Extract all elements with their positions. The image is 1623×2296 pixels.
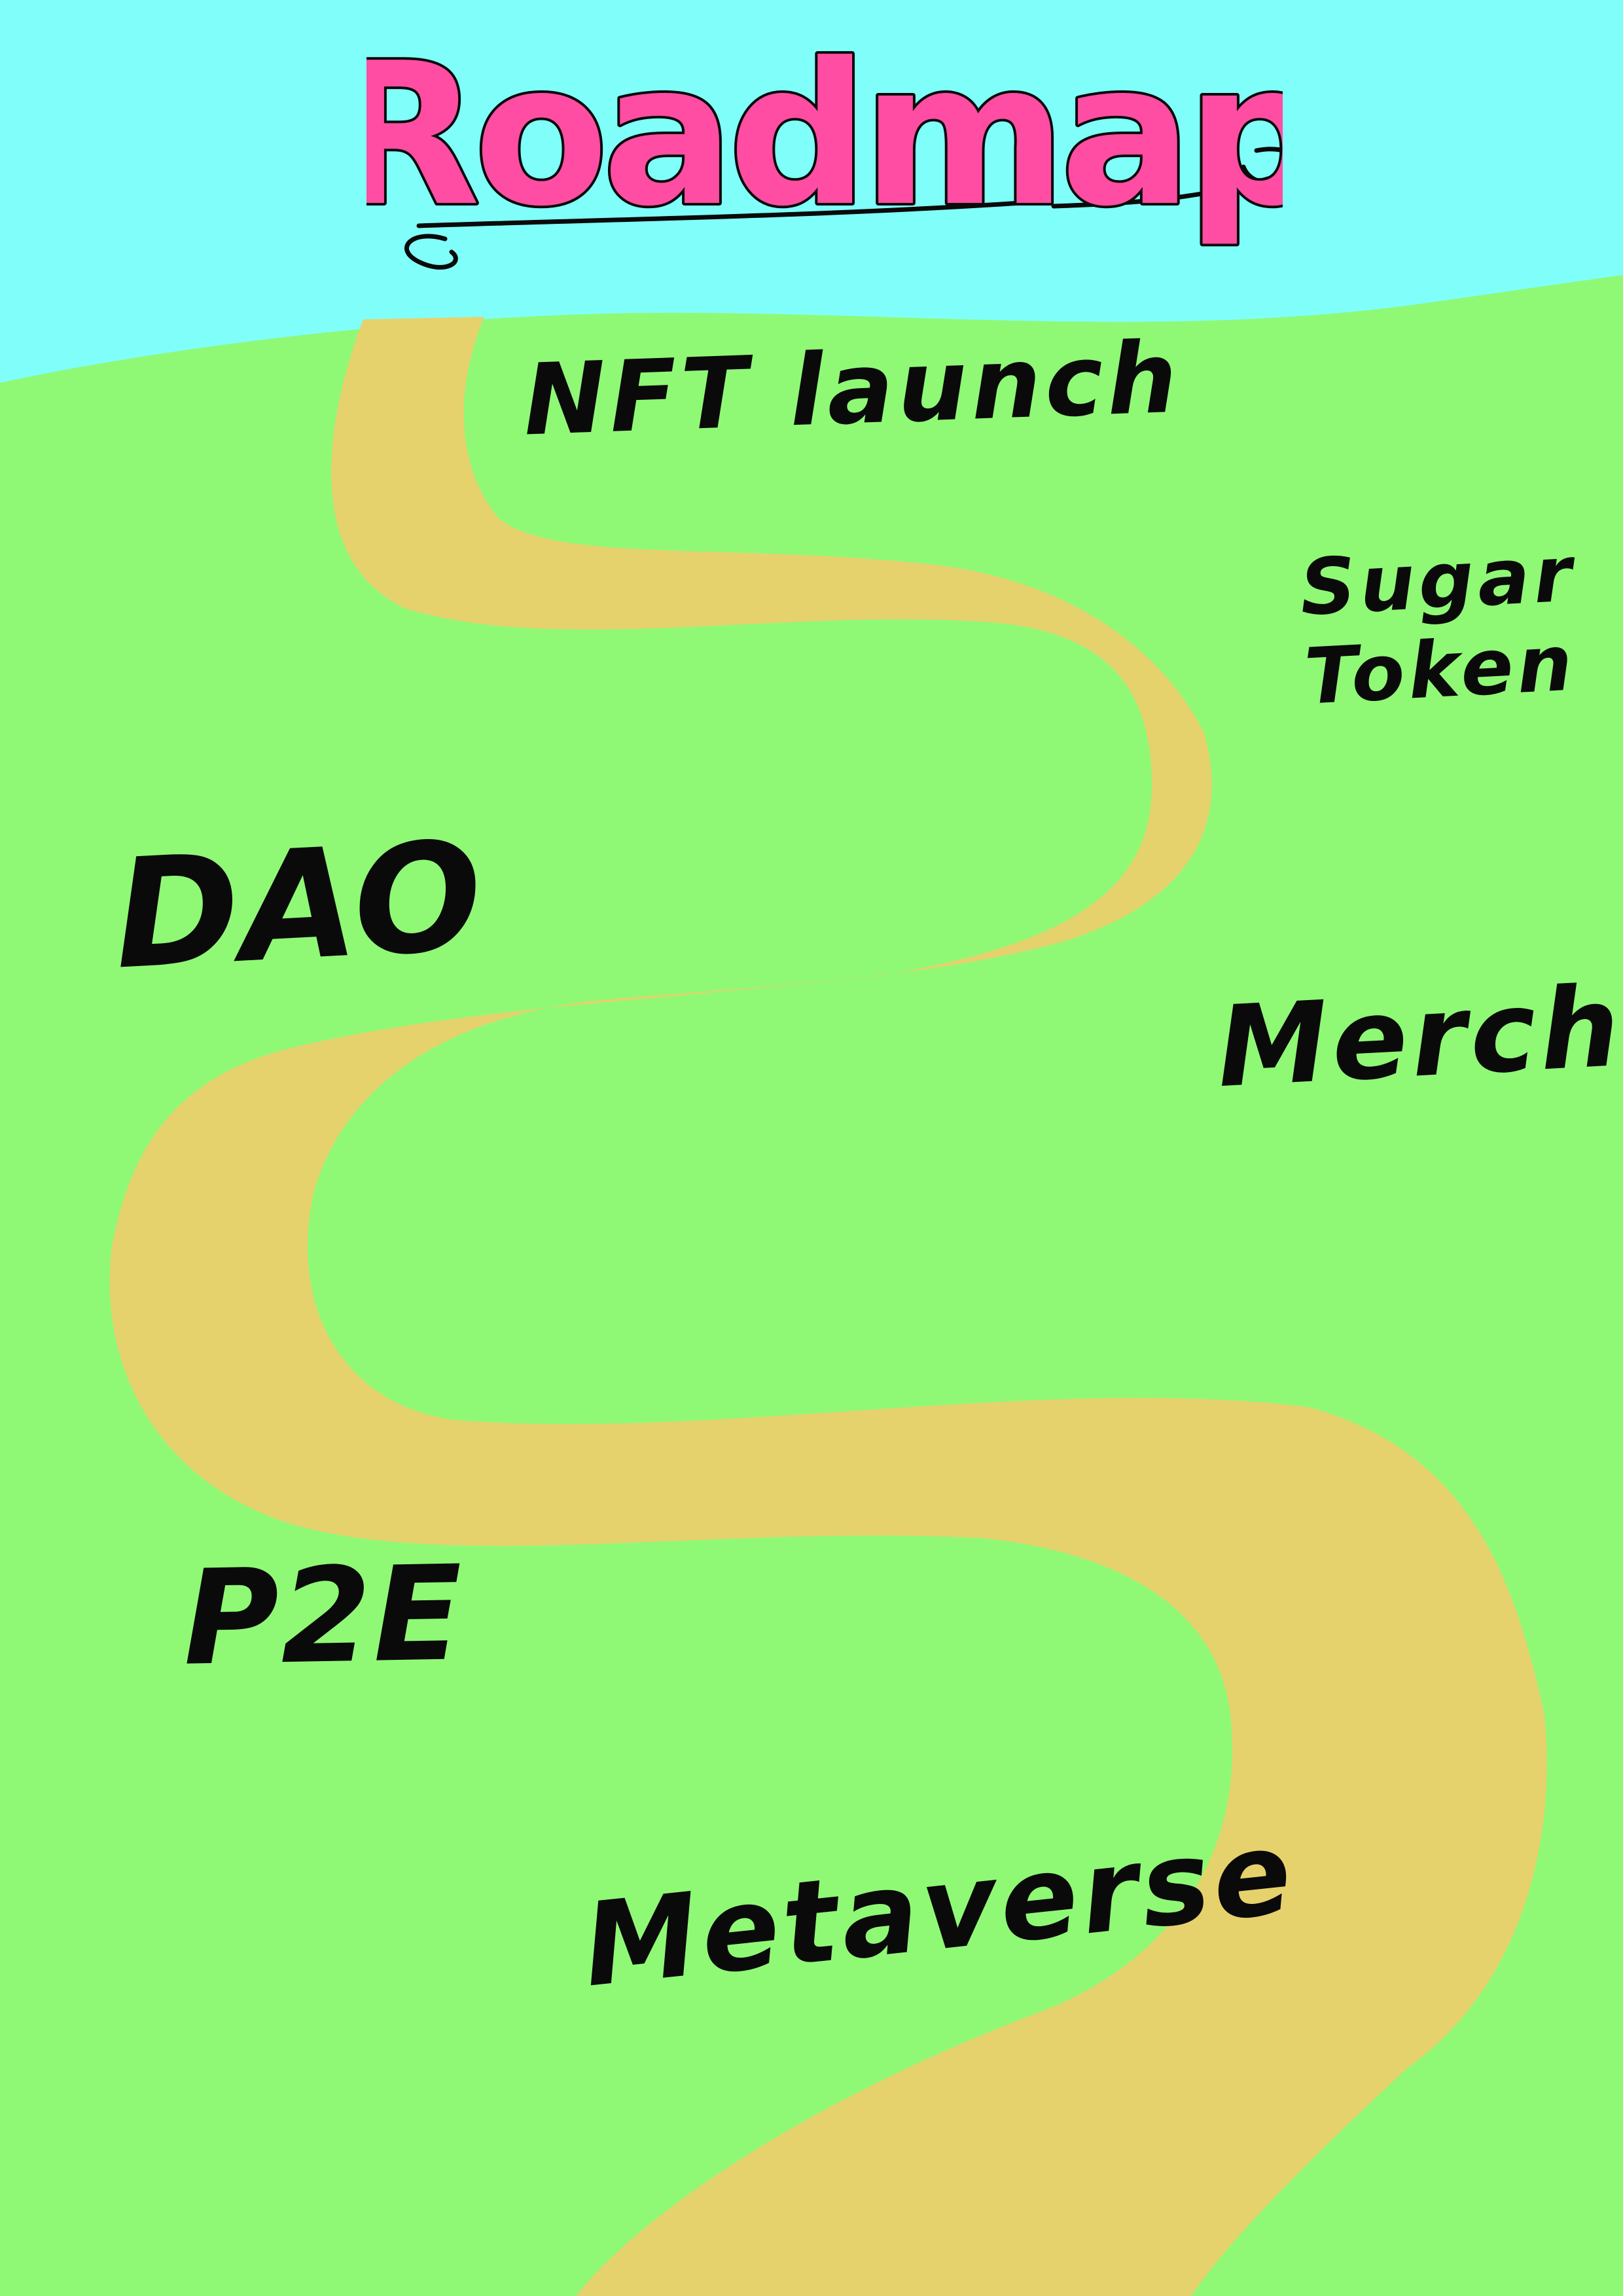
milestone-merch: Merch [1214,961,1623,1113]
milestone-nft-launch: NFT launch [522,321,1183,458]
winding-road [109,317,1547,2296]
grass-field [0,275,1623,2296]
milestone-p2e: P2E [181,1537,465,1695]
roadmap-title: Roadmap [366,20,1283,270]
milestone-sugar-token: Sugar Token [1298,528,1578,722]
title-underline-swash [404,147,1283,270]
title-text: Roadmap [366,21,1283,249]
milestone-dao: DAO [110,809,488,1003]
